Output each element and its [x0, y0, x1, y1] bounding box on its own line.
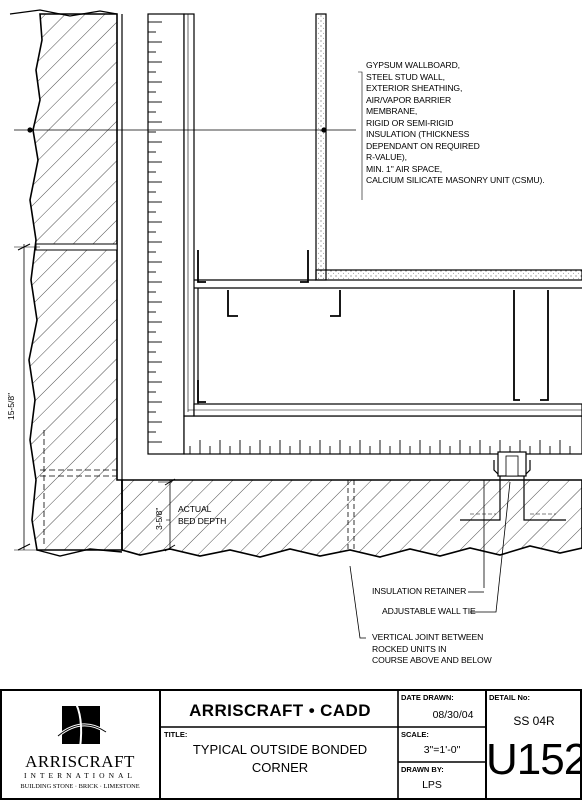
wall-assembly-note-line: MIN. 1" AIR SPACE, [366, 163, 443, 174]
drawn-by-value: LPS [422, 779, 442, 791]
course-height-dimension: 15-5/8" [6, 392, 16, 420]
wall-assembly-note-line: R-VALUE), [366, 152, 407, 162]
adjustable-wall-tie-note: ADJUSTABLE WALL TIE [382, 606, 476, 616]
scale-label: SCALE: [401, 730, 429, 739]
wall-assembly-note-line: DEPENDANT ON REQUIRED [366, 140, 480, 151]
wall-assembly-note-line: STEEL STUD WALL, [366, 71, 445, 82]
wall-assembly-note-line: INSULATION (THICKNESS [366, 129, 470, 139]
actual-bed-depth-note-line: ACTUAL [178, 504, 212, 514]
masonry-bottom-section [121, 479, 582, 558]
wall-assembly-note-line: GYPSUM WALLBOARD, [366, 60, 460, 70]
wall-assembly-note-line: CALCIUM SILICATE MASONRY UNIT (CSMU). [366, 175, 545, 185]
date-label: DATE DRAWN: [401, 693, 454, 702]
drawing-title-line: CORNER [251, 760, 309, 775]
vertical-joint-note-line: COURSE ABOVE AND BELOW [372, 655, 492, 665]
detail-series: SS 04R [513, 714, 555, 728]
actual-bed-depth-note-line: BED DEPTH [178, 515, 227, 526]
wall-assembly-note-line: RIGID OR SEMI-RIGID [366, 117, 454, 128]
arriscraft-logo-icon [57, 699, 107, 749]
wall-assembly-note-line: EXTERIOR SHEATHING, [366, 83, 463, 93]
wall-assembly-note: GYPSUM WALLBOARD,STEEL STUD WALL,EXTERIO… [366, 60, 545, 187]
wall-assembly-note-line: AIR/VAPOR BARRIER [366, 94, 452, 105]
detail-number: U152 [486, 735, 582, 784]
vertical-joint-note-line: VERTICAL JOINT BETWEEN [372, 632, 484, 642]
wall-assembly-note-line: MEMBRANE, [366, 106, 418, 116]
insulation-retainer-note: INSULATION RETAINER [372, 586, 467, 596]
logo-tagline: BUILDING STONE · BRICK · LIMESTONE [20, 783, 140, 790]
scale-value: 3"=1'-0" [423, 744, 461, 756]
vertical-joint-note-line: ROCKED UNITS IN [372, 643, 447, 654]
bed-depth-dimension: 3-5/8" [154, 507, 164, 530]
drawing-title: TYPICAL OUTSIDE BONDED CORNER [162, 741, 398, 777]
title-label: TITLE: [164, 730, 188, 739]
detail-label: DETAIL No: [489, 693, 530, 702]
top-break-line [9, 9, 118, 17]
drawn-by-label: DRAWN BY: [401, 765, 444, 774]
logo-wordmark: ARRISCRAFT [25, 752, 135, 771]
date-value: 08/30/04 [432, 709, 474, 721]
logo-subtitle: INTERNATIONAL [24, 771, 136, 780]
company-name: ARRISCRAFT • CADD [189, 701, 371, 720]
drawing-title-line: TYPICAL OUTSIDE BONDED [192, 742, 368, 757]
